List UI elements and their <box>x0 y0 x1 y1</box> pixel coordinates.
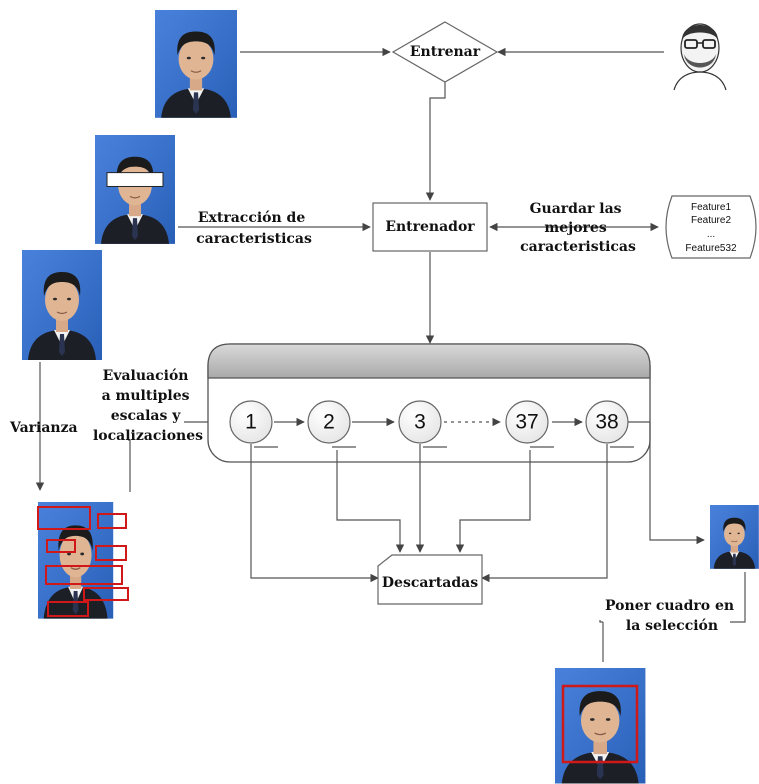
entrenar-label: Entrenar <box>410 44 481 60</box>
descartadas-node: Descartadas <box>377 554 483 605</box>
feature-storage: Feature1 Feature2 ... Feature532 <box>665 195 757 259</box>
label-poner: Poner cuadro en la selección <box>605 598 739 634</box>
arrow-reject-37 <box>455 450 531 553</box>
line-detected-to-label <box>730 572 746 623</box>
stage-label: 3 <box>414 411 426 434</box>
face-photo-top <box>154 9 238 119</box>
feature-item: Feature532 <box>685 243 737 254</box>
arrow-reject-1 <box>250 444 379 583</box>
stage-label: 2 <box>323 411 335 434</box>
entrenar-node: Entrenar <box>391 21 499 83</box>
entrenador-node: Entrenador <box>372 202 488 252</box>
candidate-windows <box>37 506 129 617</box>
entrenador-label: Entrenador <box>385 219 475 235</box>
stage-label: 37 <box>515 411 538 434</box>
arrow-entrenar-to-entrenador <box>425 82 446 201</box>
person-sketch-icon <box>673 23 727 91</box>
descartadas-label: Descartadas <box>382 575 478 591</box>
stage-node: 37 <box>505 400 554 448</box>
eye-mask <box>106 172 164 187</box>
stage-node: 2 <box>307 400 356 448</box>
cascade-header <box>207 343 651 379</box>
face-photo-detected <box>709 504 759 570</box>
feature-item: ... <box>707 229 715 240</box>
arrow-reject-38 <box>481 444 608 583</box>
stage-label: 1 <box>245 411 257 434</box>
label-extraccion: Extracción de caracteristicas <box>196 210 312 247</box>
feature-item: Feature1 <box>691 202 731 213</box>
stage-node: 1 <box>229 400 278 448</box>
arrow-reject-2 <box>336 450 405 553</box>
stage-node: 3 <box>398 400 447 448</box>
face-photo-input <box>21 249 103 361</box>
label-varianza: Varianza <box>9 420 78 436</box>
line-stub <box>599 620 603 623</box>
line-variance-to-eval <box>128 439 131 492</box>
label-guardar: Guardar las mejores caracteristicas <box>520 201 636 255</box>
label-evaluacion: Evaluación a multiples escalas y localiz… <box>93 368 203 444</box>
feature-item: Feature2 <box>691 215 731 226</box>
stage-node: 38 <box>585 400 634 448</box>
arrow-accept <box>628 421 705 545</box>
face-photo-masked <box>94 134 176 245</box>
selection-box <box>561 684 639 764</box>
stage-label: 38 <box>595 411 618 434</box>
